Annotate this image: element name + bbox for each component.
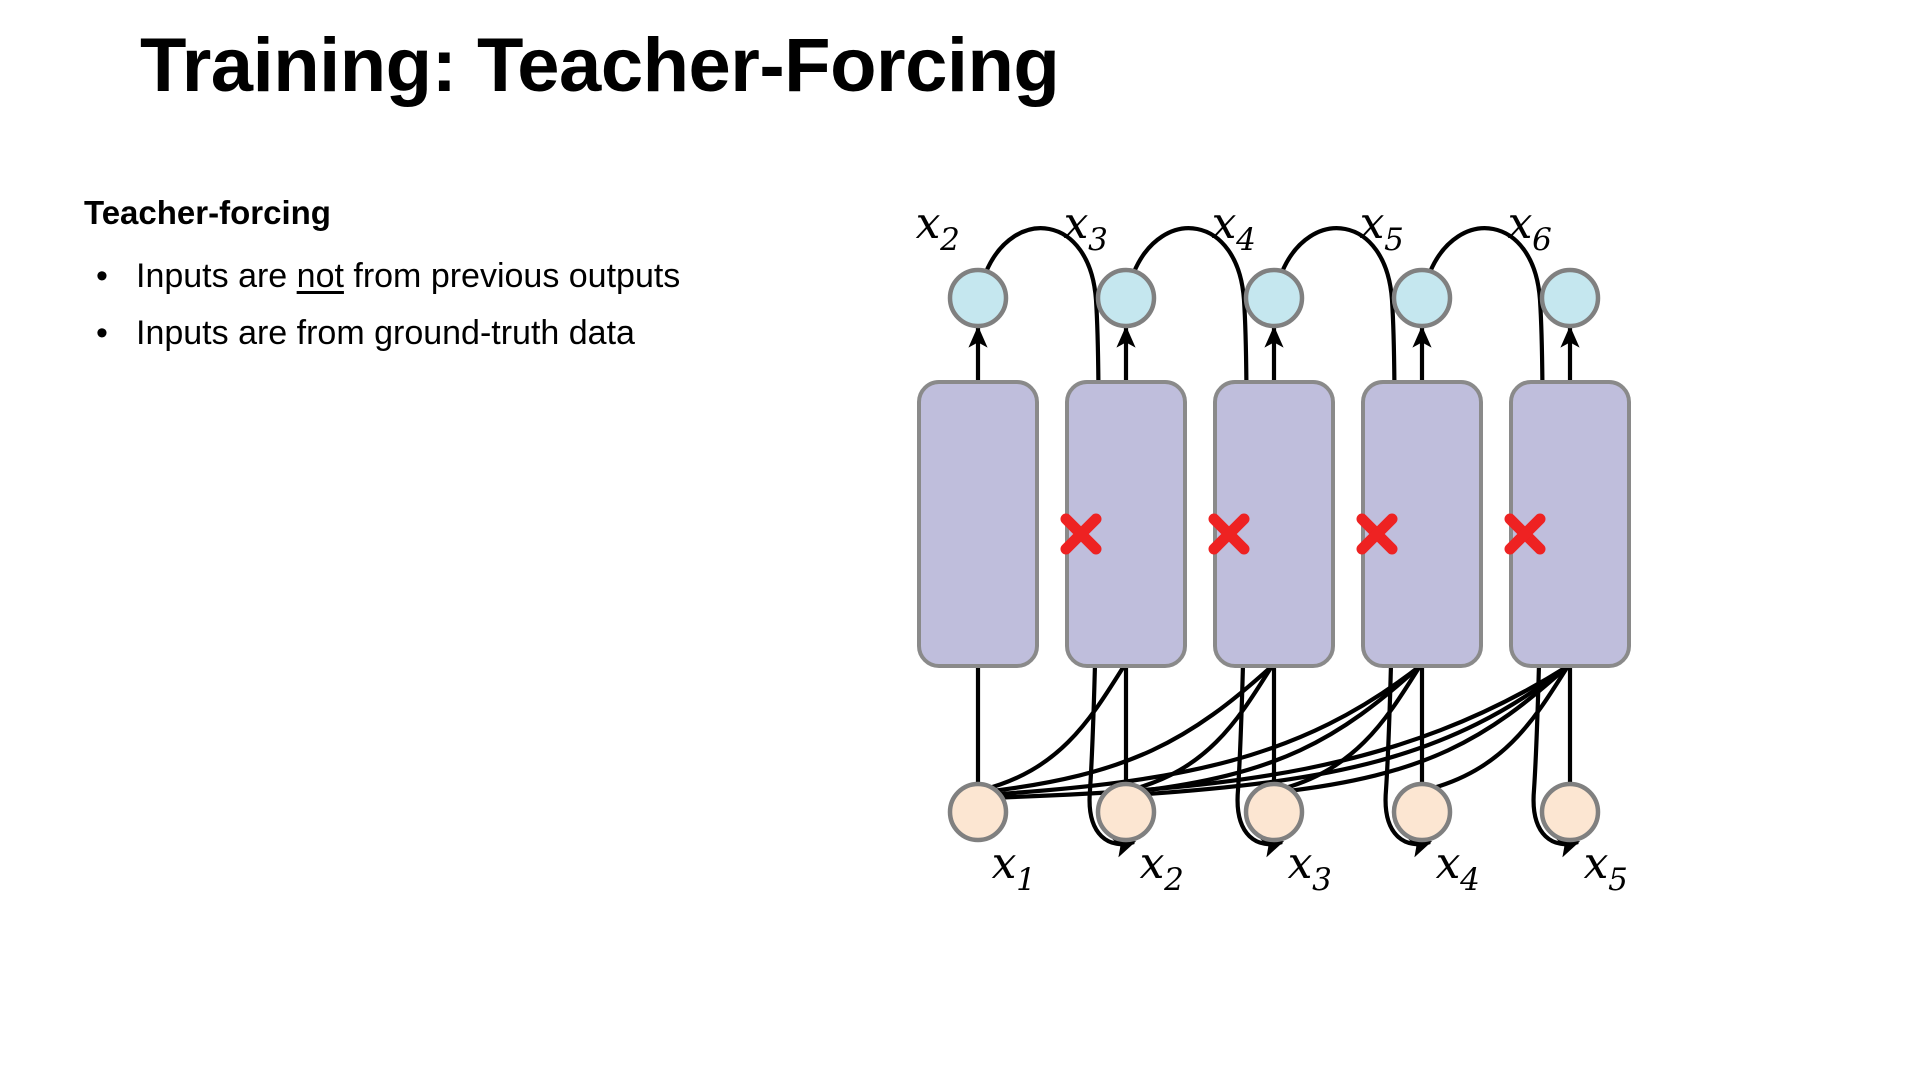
input-node (1391, 781, 1453, 843)
input-label-subscript: 3 (1312, 862, 1332, 898)
output-label-subscript: 3 (1088, 222, 1108, 258)
page-title: Training: Teacher-Forcing (140, 23, 1060, 108)
cross-icon (1356, 513, 1398, 555)
bullet-marker: • (96, 257, 108, 296)
cut-markers (1060, 513, 1546, 555)
bullet-text-emphasis: not (296, 257, 344, 296)
output-nodes (947, 267, 1601, 329)
lead-heading: Teacher-forcing (84, 194, 331, 231)
rnn-cells (917, 380, 1631, 668)
input-label-base: x (992, 838, 1017, 889)
list-item: • Inputs are from ground-truth data (84, 308, 884, 359)
output-node-labels: x 2 x 3 x 4 x 5 x 6 (916, 198, 1552, 258)
bullet-text-post: from previous outputs (343, 257, 681, 296)
output-label-subscript: 6 (1532, 222, 1552, 258)
rnn-cell (1213, 380, 1335, 668)
input-fanout-edges (975, 664, 1573, 801)
input-label-subscript: 1 (1016, 862, 1036, 898)
output-node (947, 267, 1009, 329)
output-label-base: x (1360, 198, 1385, 249)
input-node (1243, 781, 1305, 843)
output-node (1095, 267, 1157, 329)
input-node (947, 781, 1009, 843)
input-label-base: x (1584, 838, 1609, 889)
output-label-subscript: 2 (939, 222, 960, 258)
output-label-base: x (1212, 198, 1237, 249)
recurrent-feedback-edges (984, 226, 1581, 858)
output-label-base: x (1064, 198, 1089, 249)
bullet-text-pre: Inputs are from ground-truth data (136, 314, 635, 353)
text-column: Teacher-forcing • Inputs are not from pre… (84, 192, 884, 365)
input-node (1539, 781, 1601, 843)
input-label-subscript: 5 (1608, 862, 1628, 898)
output-label-base: x (1508, 198, 1533, 249)
input-node-labels: x 1 x 2 x 3 x 4 x 5 (992, 838, 1628, 898)
cross-icon (1060, 513, 1102, 555)
rnn-cell (1509, 380, 1631, 668)
diagram-edges (968, 226, 1581, 858)
output-node (1539, 267, 1601, 329)
input-label-base: x (1140, 838, 1165, 889)
output-label-base: x (916, 198, 941, 249)
rnn-cell (917, 380, 1039, 668)
output-label-subscript: 5 (1384, 222, 1404, 258)
output-label-subscript: 4 (1235, 222, 1256, 258)
bullet-text-pre: Inputs are (136, 257, 297, 296)
cross-icon (1504, 513, 1546, 555)
input-label-subscript: 2 (1163, 862, 1184, 898)
input-label-base: x (1288, 838, 1313, 889)
bullet-list: • Inputs are not from previous outputs • I… (84, 251, 884, 359)
cell-to-output-edges (968, 325, 1580, 380)
input-node (1095, 781, 1157, 843)
output-node (1243, 267, 1305, 329)
input-nodes (947, 781, 1601, 843)
output-node (1391, 267, 1453, 329)
bullet-marker: • (96, 314, 108, 353)
cross-icon (1208, 513, 1250, 555)
input-label-subscript: 4 (1459, 862, 1480, 898)
input-label-base: x (1436, 838, 1461, 889)
list-item: • Inputs are not from previous outputs (84, 251, 884, 302)
rnn-cell (1361, 380, 1483, 668)
rnn-cell (1065, 380, 1187, 668)
